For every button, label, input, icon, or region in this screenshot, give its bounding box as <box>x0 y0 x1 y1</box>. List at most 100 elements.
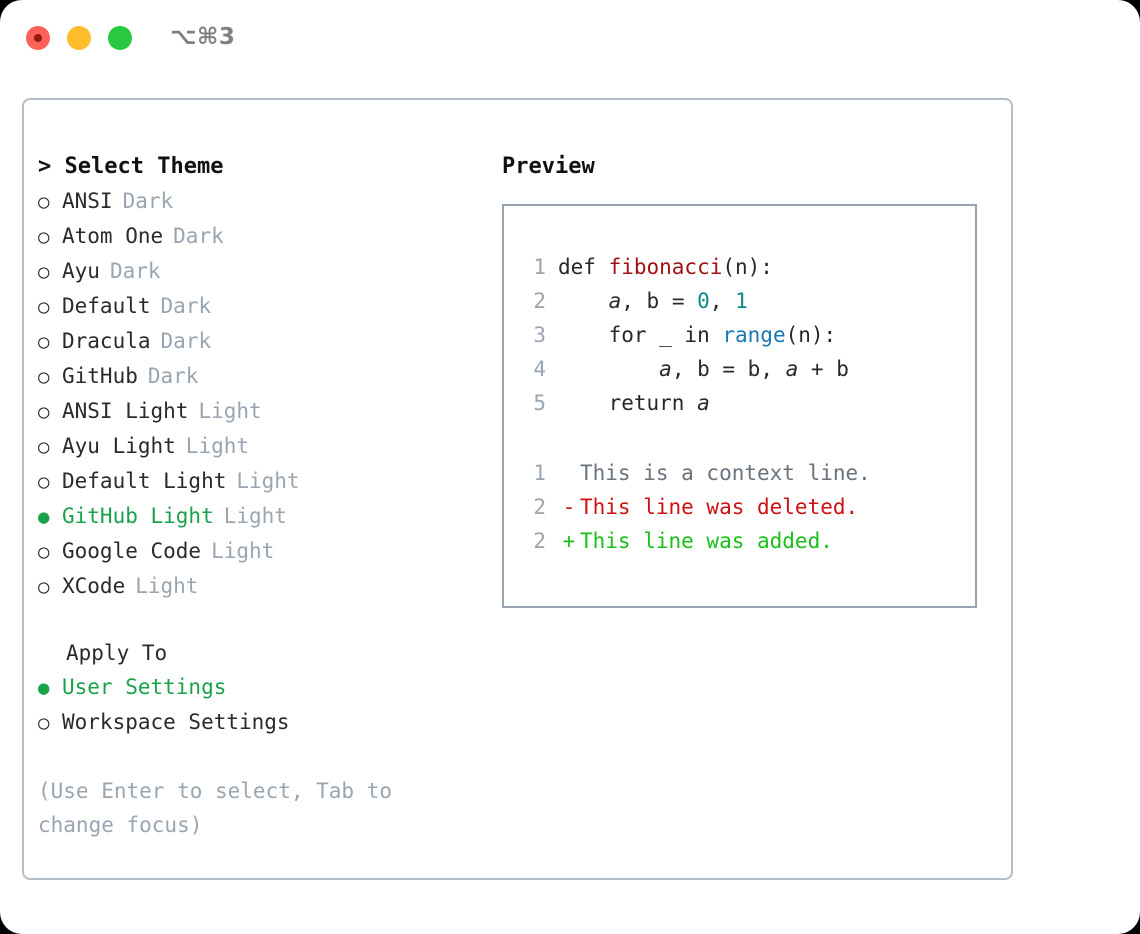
code-line-text: a, b = b, a + b <box>558 352 849 386</box>
radio-selected-icon: ● <box>38 677 50 699</box>
diff-line-del: 2-This line was deleted. <box>516 490 975 524</box>
radio-unselected-icon: ○ <box>38 436 50 458</box>
code-token-plain: = <box>659 289 698 313</box>
code-token-var: a <box>697 391 710 415</box>
radio-unselected-icon: ○ <box>38 401 50 423</box>
diff-marker: + <box>562 529 576 553</box>
theme-option-ansi-light[interactable]: ○ ANSI Light Light <box>38 394 478 429</box>
apply-to-section: Apply To ●User Settings○Workspace Settin… <box>38 636 478 740</box>
theme-option-label: Ayu Light <box>62 434 176 458</box>
theme-option-atom-one[interactable]: ○ Atom One Dark <box>38 219 478 254</box>
apply-to-option-workspace-settings[interactable]: ○Workspace Settings <box>38 705 478 740</box>
theme-option-label: Default Light <box>62 469 227 493</box>
line-number: 2 <box>533 495 546 519</box>
diff-line-add: 2 +This line was added. <box>516 524 975 558</box>
code-token-plain: (n): <box>722 255 773 279</box>
code-line: 1 def fibonacci(n): <box>516 250 975 284</box>
code-diff-spacer <box>516 420 975 456</box>
title-bar: ⌥⌘3 <box>0 0 1140 76</box>
theme-option-label: Default <box>62 294 151 318</box>
theme-option-xcode[interactable]: ○ XCode Light <box>38 569 478 604</box>
code-line: 5 return a <box>516 386 975 420</box>
code-line-text: def fibonacci(n): <box>558 250 773 284</box>
close-button[interactable] <box>26 26 50 50</box>
theme-option-github-light[interactable]: ● GitHub Light Light <box>38 499 478 534</box>
theme-option-tag: Dark <box>173 224 224 248</box>
code-token-plain: , b = b, <box>671 357 786 381</box>
code-token-plain: for _ in <box>558 323 723 347</box>
keyboard-hint: (Use Enter to select, Tab to change focu… <box>38 779 393 837</box>
theme-option-tag: Dark <box>147 364 199 388</box>
radio-unselected-icon: ○ <box>38 296 50 318</box>
code-token-plain: def <box>558 255 609 279</box>
radio-unselected-icon: ○ <box>38 576 50 598</box>
traffic-lights <box>26 26 132 50</box>
theme-option-label: GitHub Light <box>62 504 214 528</box>
maximize-button[interactable] <box>108 26 132 50</box>
diff-line-text: This line was added. <box>580 529 833 553</box>
code-line: 2 a, b = 0, 1 <box>516 284 975 318</box>
theme-option-label: ANSI <box>62 189 113 213</box>
radio-unselected-icon: ○ <box>38 712 50 734</box>
diff-marker: - <box>562 495 576 519</box>
theme-option-ayu-light[interactable]: ○ Ayu Light Light <box>38 429 478 464</box>
diff-sample: 1 This is a context line.2-This line was… <box>516 456 975 558</box>
page-title-label: Select Theme <box>64 154 224 179</box>
diff-line-context: 1 This is a context line. <box>516 456 975 490</box>
minimize-button[interactable] <box>67 26 91 50</box>
theme-option-label: ANSI Light <box>62 399 189 423</box>
theme-option-label: XCode <box>62 574 126 598</box>
code-token-var: a <box>608 289 622 313</box>
radio-unselected-icon: ○ <box>38 471 50 493</box>
code-token-var: a <box>659 357 672 381</box>
line-number: 1 <box>533 461 546 485</box>
preview-title: Preview <box>502 154 595 179</box>
code-token-builtin: range <box>722 323 786 347</box>
line-number: 2 <box>533 529 546 553</box>
radio-unselected-icon: ○ <box>38 331 50 353</box>
theme-option-tag: Light <box>223 504 287 528</box>
theme-option-tag: Light <box>135 574 199 598</box>
code-line-text: return a <box>558 386 710 420</box>
theme-option-tag: Light <box>185 434 250 458</box>
line-number: 4 <box>533 357 546 381</box>
radio-unselected-icon: ○ <box>38 191 50 213</box>
theme-option-label: GitHub <box>62 364 138 388</box>
code-token-plain: return <box>558 391 698 415</box>
theme-option-tag: Dark <box>160 329 212 353</box>
line-number: 1 <box>533 255 546 279</box>
theme-option-tag: Dark <box>122 189 174 213</box>
line-number: 3 <box>533 323 546 347</box>
apply-to-option-user-settings[interactable]: ●User Settings <box>38 670 478 705</box>
line-number: 5 <box>533 391 546 415</box>
code-token-plain: , <box>709 289 736 313</box>
code-token-var: a <box>785 357 799 381</box>
code-token-fn: fibonacci <box>608 255 723 279</box>
radio-unselected-icon: ○ <box>38 261 50 283</box>
code-token-plain: + b <box>798 357 849 381</box>
theme-option-label: Google Code <box>62 539 202 563</box>
code-token-plain: , <box>621 289 647 313</box>
theme-option-ansi[interactable]: ○ ANSI Dark <box>38 184 478 219</box>
radio-unselected-icon: ○ <box>38 226 50 248</box>
theme-option-label: Atom One <box>62 224 164 248</box>
code-line: 3 for _ in range(n): <box>516 318 975 352</box>
code-token-plain <box>558 289 609 313</box>
code-line: 4 a, b = b, a + b <box>516 352 975 386</box>
radio-selected-icon: ● <box>38 506 50 528</box>
apply-to-list: ●User Settings○Workspace Settings <box>38 670 478 740</box>
code-token-num: 1 <box>735 289 748 313</box>
theme-option-tag: Light <box>198 399 262 423</box>
keyboard-shortcut-label: ⌥⌘3 <box>170 24 236 50</box>
